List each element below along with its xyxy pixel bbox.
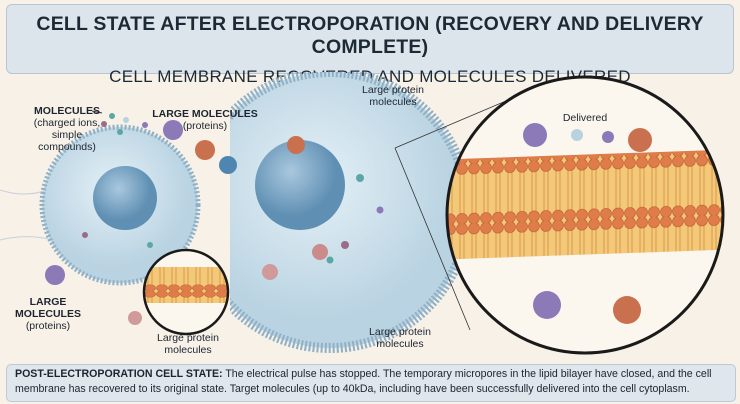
membrane-zoom (445, 75, 725, 355)
mid-bottom-protein-label: Large protein molecules (369, 326, 431, 350)
molecules-subtitle: (charged ions, simple compounds) (33, 117, 101, 153)
molecules-label: MOLECULES (charged ions, simple compound… (22, 105, 112, 153)
molecules-title: MOLECULES (34, 105, 100, 117)
protein-purple-icon (163, 120, 183, 140)
large-molecules-title: LARGE MOLECULES (152, 108, 258, 120)
large-molecules-title: LARGE MOLECULES (15, 296, 81, 320)
caption-box: POST-ELECTROPORATION CELL STATE: The ele… (6, 364, 736, 402)
small-cell (39, 124, 201, 286)
protein-orange-icon (195, 140, 215, 160)
large-molecules-subtitle: (proteins) (182, 120, 228, 132)
page-subtitle: CELL MEMBRANE RECOVERED AND MOLECULES DE… (109, 67, 631, 86)
caption-heading: POST-ELECTROPORATION CELL STATE: (15, 368, 223, 380)
title-banner: CELL STATE AFTER ELECTROPORATION (RECOVE… (6, 4, 734, 86)
large-cell (230, 72, 473, 353)
large-molecules-subtitle: (proteins) (25, 320, 71, 332)
large-molecules-left-label: LARGE MOLECULES (proteins) (8, 296, 88, 332)
caption-text: The electrical pulse has stopped. The te… (15, 368, 712, 395)
membrane-inset (142, 248, 230, 336)
large-molecules-top-label: LARGE MOLECULES (proteins) (150, 108, 260, 132)
page-title: CELL STATE AFTER ELECTROPORATION (RECOVE… (36, 13, 704, 58)
delivered-label: Delivered (562, 112, 608, 124)
inset-protein-label: Large protein molecules (157, 332, 219, 356)
mid-top-protein-label: Large protein molecules (362, 84, 424, 108)
